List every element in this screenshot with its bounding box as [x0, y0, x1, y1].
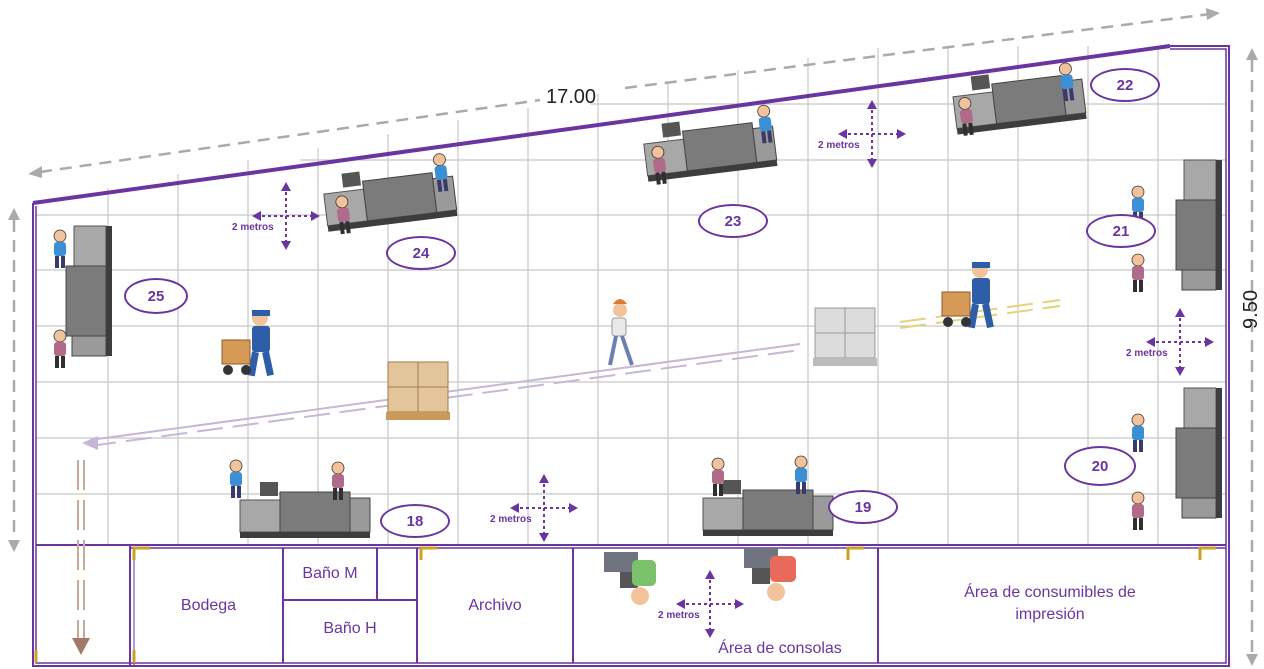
walking-person: [608, 299, 634, 366]
spacing-label-21: 2 metros: [1126, 348, 1168, 359]
pallet-boxes: [385, 361, 451, 421]
spacing-label-18: 2 metros: [490, 514, 532, 525]
flow-arrowhead-left: [82, 436, 98, 450]
door-marks: [34, 546, 1216, 663]
spacing-label-24: 2 metros: [232, 222, 274, 233]
room-consolas: Área de consolas: [718, 640, 842, 657]
station-23: 23: [698, 204, 768, 238]
station-20: 20: [1064, 446, 1136, 486]
room-consumibles: Área de consumibles de impresión: [964, 584, 1136, 623]
station-24: 24: [386, 236, 456, 270]
spacing-label-22: 2 metros: [818, 140, 860, 151]
printer-24: [321, 152, 458, 235]
spacing-cross-consolas: [675, 569, 745, 639]
room-bano-h: Baño H: [323, 620, 377, 637]
width-dimension-label: 17.00: [546, 86, 597, 108]
spacing-cross-24: [251, 181, 321, 251]
dimension-arrows: [12, 12, 1254, 655]
station-18: 18: [380, 504, 450, 538]
spacing-cross-18: [509, 473, 579, 543]
spacing-cross-21: [1145, 307, 1215, 377]
outer-walls: [32, 44, 1230, 667]
flow-arrowhead-down: [72, 638, 90, 655]
console-operators: [604, 548, 796, 605]
printer-18: [229, 459, 371, 539]
station-19: 19: [828, 490, 898, 524]
pallet-grey-boxes: [812, 307, 878, 367]
station-21: 21: [1086, 214, 1156, 248]
station-25: 25: [124, 278, 188, 314]
printer-19: [702, 455, 834, 537]
printer-25: [53, 225, 113, 369]
room-bano-m: Baño M: [302, 565, 358, 582]
height-dimension-label: 9.50: [1239, 290, 1262, 329]
room-archivo: Archivo: [468, 596, 522, 614]
dimension-arrowheads: [8, 8, 1258, 666]
worker-hand-truck-right: [941, 261, 995, 329]
station-22: 22: [1090, 68, 1160, 102]
spacing-label-consolas: 2 metros: [658, 610, 700, 621]
room-bodega: Bodega: [180, 596, 237, 614]
printer-20: [1131, 387, 1223, 531]
spacing-cross-22: [837, 99, 907, 169]
